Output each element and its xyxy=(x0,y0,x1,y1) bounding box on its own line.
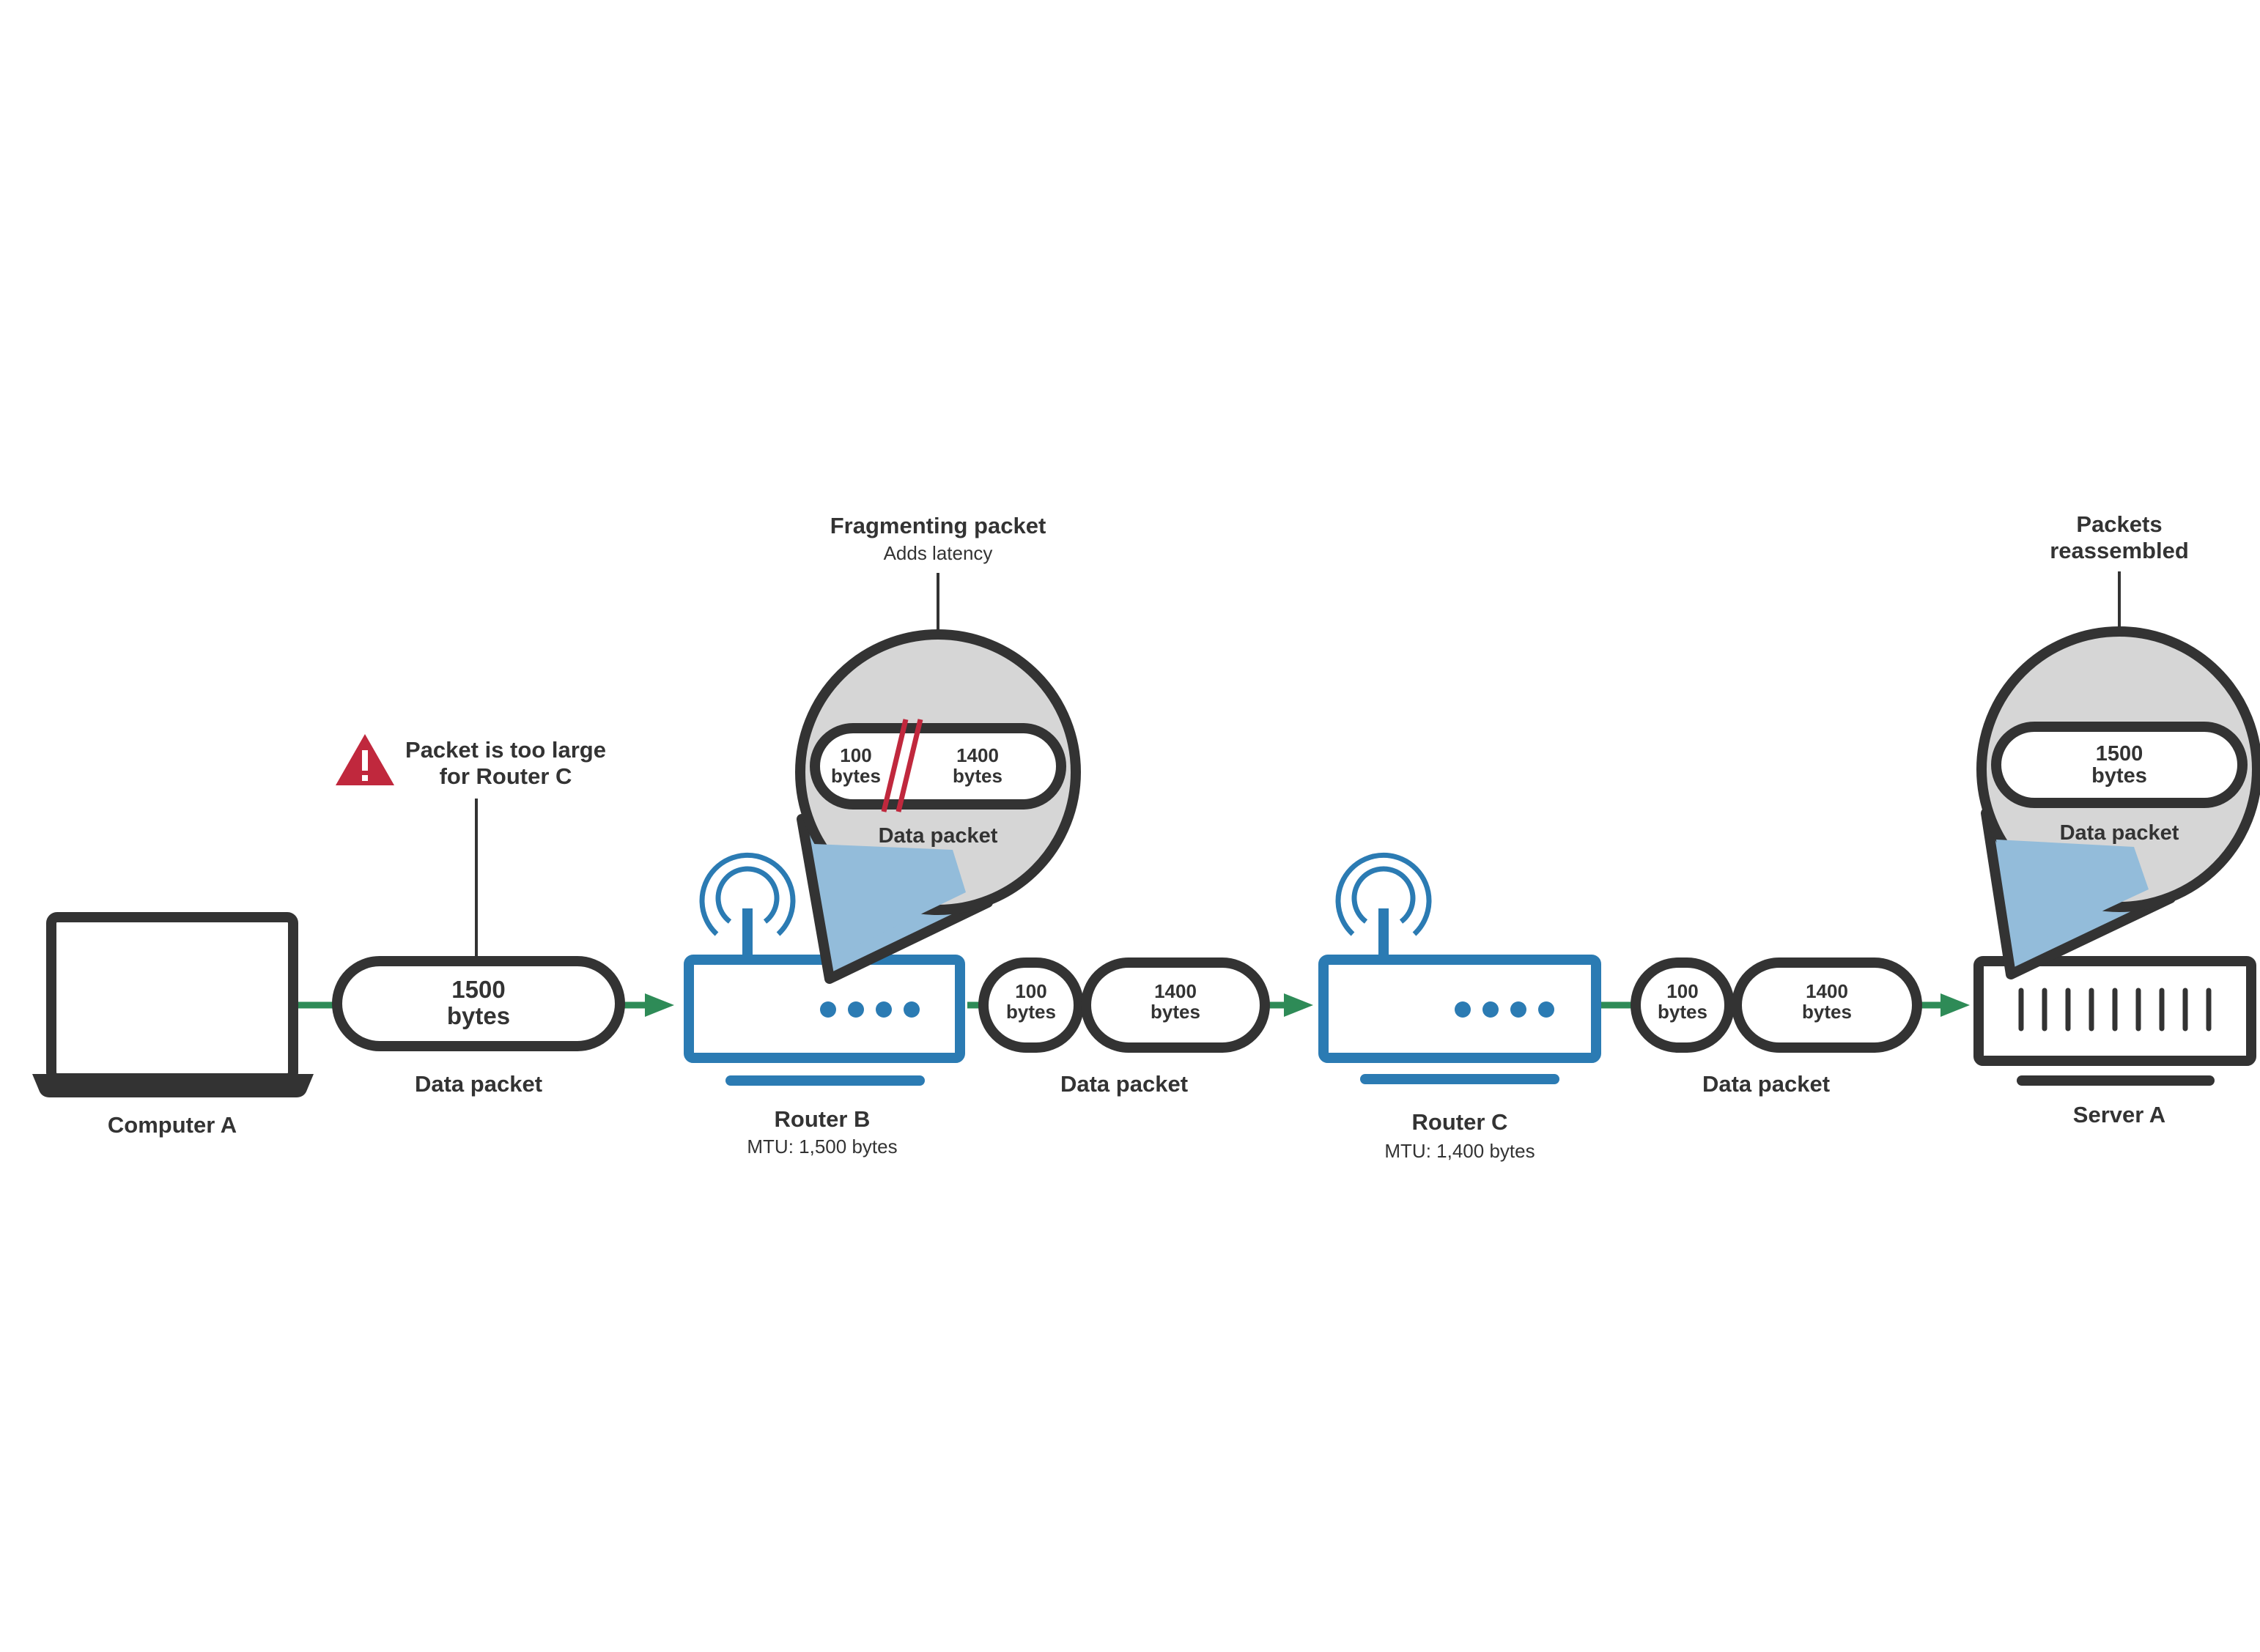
router-c: Router C MTU: 1,400 bytes xyxy=(1318,852,1601,1162)
fragment-cut-icon xyxy=(881,719,923,812)
reassembled-label: Data packet xyxy=(2060,821,2179,845)
router-c-label: Router C xyxy=(1412,1109,1508,1135)
data-packet-pill xyxy=(1631,958,1735,1053)
computer-a: Computer A xyxy=(32,912,314,1138)
data-packet-pill xyxy=(978,958,1084,1053)
callout-pointer-fill xyxy=(1996,840,2149,952)
data-packet-pill xyxy=(1081,958,1270,1053)
arrow-head-icon xyxy=(1940,993,1970,1017)
warning-line-1: Packet is too large xyxy=(405,737,606,763)
packet-size: 100 xyxy=(1015,980,1046,1002)
router-c-mtu: MTU: 1,400 bytes xyxy=(1384,1140,1535,1162)
reassembled-size: 1500 xyxy=(2096,742,2143,766)
fragmenting-callout: Fragmenting packet Adds latency 100 byte… xyxy=(795,513,1081,984)
reassembled-unit: bytes xyxy=(2091,764,2147,788)
data-packet-pill xyxy=(332,956,625,1051)
fragment-packet-pill xyxy=(810,723,1066,810)
server-icon xyxy=(1973,956,2256,1086)
link-3: 100 bytes 1400 bytes Data packet xyxy=(1631,958,1922,1097)
arrow-head-icon xyxy=(1284,993,1313,1017)
laptop-icon xyxy=(32,912,314,1097)
warning-callout: Packet is too large for Router C xyxy=(336,734,606,957)
server-a: Server A xyxy=(1973,956,2256,1127)
packet-unit: bytes xyxy=(1151,1001,1200,1023)
packet-size: 100 xyxy=(1666,980,1698,1002)
packet-size: 1500 xyxy=(451,976,505,1003)
server-a-label: Server A xyxy=(2073,1102,2165,1127)
fragmenting-subtitle: Adds latency xyxy=(884,542,993,564)
reassembled-title-1: Packets xyxy=(2076,511,2162,537)
fragmenting-title: Fragmenting packet xyxy=(830,513,1046,538)
router-icon xyxy=(684,852,965,1086)
router-icon xyxy=(1318,852,1601,1084)
fragment-b-size: 1400 xyxy=(956,744,999,766)
packet-size: 1400 xyxy=(1154,980,1197,1002)
link-1: 1500 bytes Data packet xyxy=(332,956,625,1097)
fragment-a-size: 100 xyxy=(840,744,871,766)
link-label: Data packet xyxy=(1060,1071,1188,1097)
computer-a-label: Computer A xyxy=(108,1112,237,1138)
link-2: 100 bytes 1400 bytes Data packet xyxy=(978,958,1270,1097)
warning-line-2: for Router C xyxy=(440,763,572,789)
reassembled-callout: Packets reassembled 1500 bytes Data pack… xyxy=(1976,511,2260,979)
fragment-a-unit: bytes xyxy=(831,765,881,787)
link-label: Data packet xyxy=(1702,1071,1830,1097)
link-label: Data packet xyxy=(415,1071,542,1097)
packet-unit: bytes xyxy=(1006,1001,1056,1023)
packet-unit: bytes xyxy=(447,1002,510,1029)
callout-pointer-fill xyxy=(813,844,966,957)
reassembled-title-2: reassembled xyxy=(2050,538,2189,563)
router-b-label: Router B xyxy=(775,1106,871,1132)
packet-unit: bytes xyxy=(1658,1001,1707,1023)
packet-size: 1400 xyxy=(1806,980,1848,1002)
fragment-b-unit: bytes xyxy=(953,765,1002,787)
fragment-label: Data packet xyxy=(879,824,998,848)
router-b-mtu: MTU: 1,500 bytes xyxy=(747,1136,897,1157)
arrow-head-icon xyxy=(645,993,674,1017)
packet-unit: bytes xyxy=(1802,1001,1852,1023)
connection-lines xyxy=(297,993,1970,1017)
reassembled-packet-pill xyxy=(1991,722,2248,808)
data-packet-pill xyxy=(1732,958,1922,1053)
router-b: Router B MTU: 1,500 bytes xyxy=(684,852,965,1157)
warning-icon xyxy=(336,734,394,785)
